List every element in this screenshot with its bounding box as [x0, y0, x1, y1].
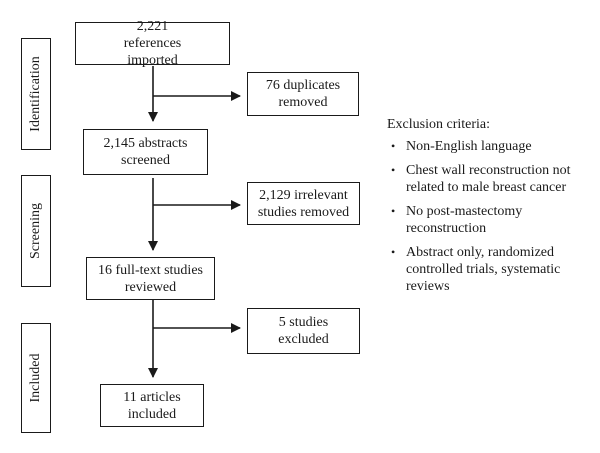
- exclusion-criteria: Exclusion criteria: • Non-English langua…: [387, 116, 599, 302]
- exclusion-item: • Chest wall reconstruction not related …: [387, 162, 599, 196]
- duplicates-removed-text: 76 duplicates removed: [265, 78, 341, 110]
- box-references-imported: 2,221 references imported: [75, 19, 230, 68]
- abstracts-screened-text: 2,145 abstracts screened: [103, 136, 188, 168]
- exclusion-item-text: Non-English language: [406, 139, 532, 154]
- exclusion-item: • Non-English language: [387, 138, 599, 155]
- box-articles-included: 11 articles included: [100, 384, 204, 427]
- stage-identification-label: Identification: [28, 56, 43, 132]
- stage-screening: Screening: [21, 175, 51, 287]
- bullet-marker: •: [391, 204, 396, 218]
- box-studies-excluded: 5 studies excluded: [247, 308, 360, 354]
- exclusion-heading: Exclusion criteria:: [387, 117, 491, 132]
- stage-included: Included: [21, 323, 51, 433]
- bullet-marker: •: [391, 139, 396, 153]
- exclusion-item-text: Chest wall reconstruction not related to…: [406, 163, 571, 195]
- box-fulltext-reviewed: 16 full-text studies reviewed: [86, 257, 215, 300]
- articles-included-text: 11 articles included: [123, 389, 181, 422]
- box-duplicates-removed: 76 duplicates removed: [247, 72, 359, 116]
- bullet-marker: •: [391, 245, 396, 259]
- bullet-marker: •: [391, 163, 396, 177]
- box-irrelevant-removed: 2,129 irrelevant studies removed: [247, 182, 360, 225]
- exclusion-item-text: Abstract only, randomized controlled tri…: [406, 245, 561, 294]
- exclusion-item: • No post-mastectomy reconstruction: [387, 203, 599, 237]
- exclusion-item: • Abstract only, randomized controlled t…: [387, 244, 599, 295]
- irrelevant-removed-text: 2,129 irrelevant studies removed: [257, 187, 350, 220]
- fulltext-reviewed-text: 16 full-text studies reviewed: [98, 262, 203, 295]
- references-imported-text: 2,221 references imported: [123, 19, 182, 68]
- stage-identification: Identification: [21, 38, 51, 150]
- stage-screening-label: Screening: [28, 203, 43, 259]
- box-abstracts-screened: 2,145 abstracts screened: [83, 129, 208, 175]
- stage-included-label: Included: [28, 353, 43, 403]
- studies-excluded-text: 5 studies excluded: [278, 315, 329, 347]
- exclusion-item-text: No post-mastectomy reconstruction: [406, 204, 523, 236]
- exclusion-list: • Non-English language • Chest wall reco…: [387, 138, 599, 295]
